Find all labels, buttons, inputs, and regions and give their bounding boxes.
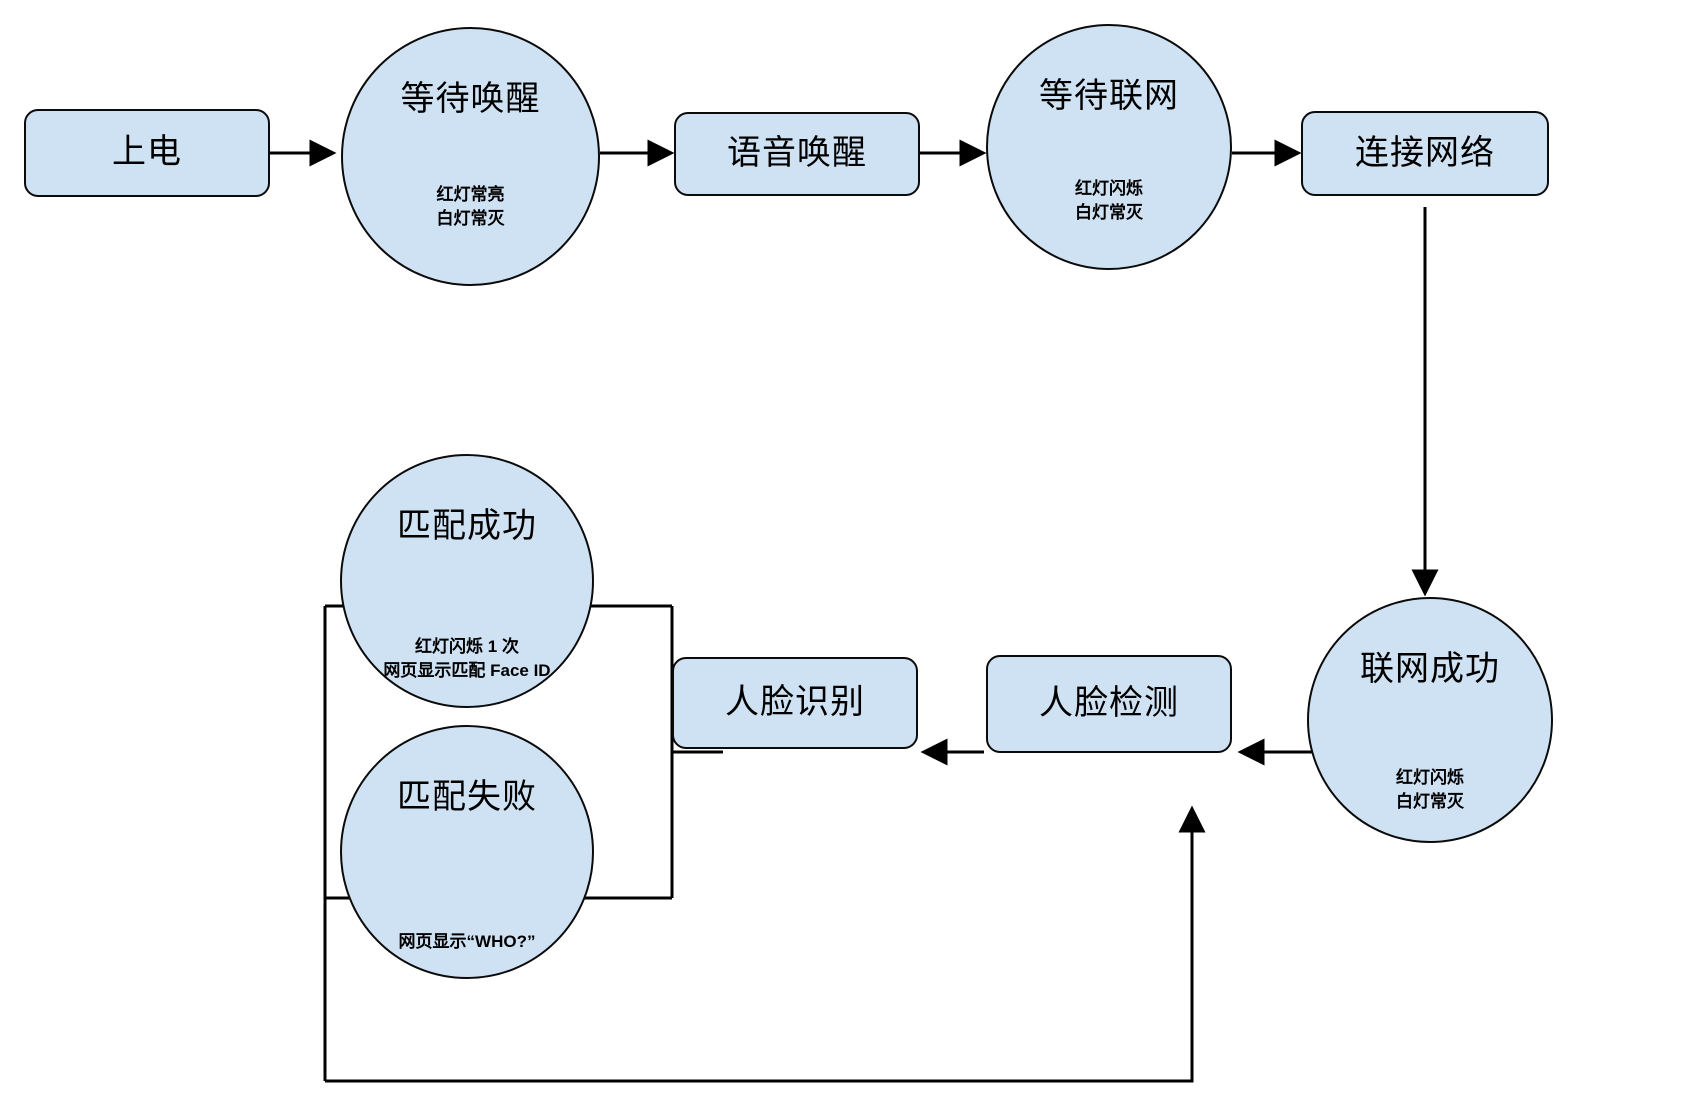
node-face-recognize-label: 人脸识别 [725, 683, 865, 722]
node-voice-wakeup-label: 语音唤醒 [727, 134, 867, 173]
node-waiting-wakeup-label: 等待唤醒 [400, 80, 541, 118]
node-waiting-network[interactable]: 等待联网 红灯闪烁 白灯常灭 [986, 24, 1232, 270]
node-match-success-label: 匹配成功 [397, 507, 537, 545]
node-network-success[interactable]: 联网成功 红灯闪烁 白灯常灭 [1307, 597, 1553, 843]
node-waiting-wakeup-sub-line-1: 红灯常亮 [436, 184, 505, 204]
node-match-fail-sub: 网页显示“WHO?” [342, 930, 592, 955]
node-waiting-wakeup-sub: 红灯常亮 白灯常灭 [343, 183, 598, 232]
node-match-fail[interactable]: 匹配失败 网页显示“WHO?” [340, 725, 594, 979]
node-connect-network[interactable]: 连接网络 [1301, 111, 1549, 196]
node-match-success-sub-line-1: 红灯闪烁 1 次 [415, 636, 519, 656]
node-match-fail-sub-line-1: 网页显示“WHO?” [398, 932, 536, 952]
node-match-success-sub-line-2: 网页显示匹配 Face ID [383, 661, 551, 681]
node-waiting-network-sub-line-1: 红灯闪烁 [1075, 178, 1143, 198]
node-face-detect-label: 人脸检测 [1039, 684, 1179, 723]
node-waiting-network-label: 等待联网 [1039, 77, 1179, 115]
node-network-success-sub-line-2: 白灯常灭 [1396, 792, 1464, 812]
node-network-success-label: 联网成功 [1360, 650, 1500, 688]
node-waiting-wakeup[interactable]: 等待唤醒 红灯常亮 白灯常灭 [341, 27, 600, 286]
node-face-detect[interactable]: 人脸检测 [986, 655, 1232, 753]
node-power-on[interactable]: 上电 [24, 109, 270, 197]
node-voice-wakeup[interactable]: 语音唤醒 [674, 112, 920, 196]
node-connect-network-label: 连接网络 [1355, 133, 1495, 172]
node-match-success-sub: 红灯闪烁 1 次 网页显示匹配 Face ID [342, 635, 592, 684]
node-match-success[interactable]: 匹配成功 红灯闪烁 1 次 网页显示匹配 Face ID [340, 454, 594, 708]
node-network-success-sub-line-1: 红灯闪烁 [1396, 767, 1464, 787]
node-face-recognize[interactable]: 人脸识别 [672, 657, 918, 749]
node-waiting-wakeup-sub-line-2: 白灯常灭 [436, 209, 505, 229]
edge-match-fail-to-face-detect [325, 805, 1206, 1083]
node-network-success-sub: 红灯闪烁 白灯常灭 [1309, 766, 1551, 815]
node-match-fail-label: 匹配失败 [397, 778, 537, 816]
node-waiting-network-sub-line-2: 白灯常灭 [1075, 203, 1143, 223]
node-waiting-network-sub: 红灯闪烁 白灯常灭 [988, 177, 1230, 226]
node-power-on-label: 上电 [112, 133, 182, 172]
